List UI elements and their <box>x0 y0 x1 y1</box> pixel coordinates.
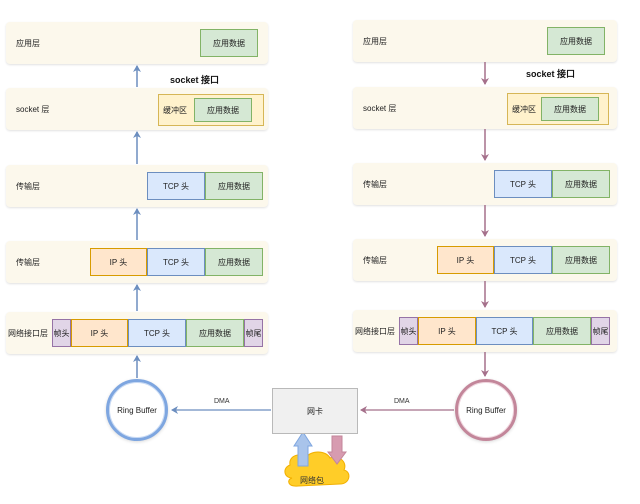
socket-interface-label: socket 接口 <box>526 69 576 79</box>
app-data-block: 应用数据 <box>186 319 244 347</box>
app-data-block: 应用数据 <box>541 97 599 121</box>
layer-label: 应用层 <box>363 36 387 46</box>
layer-label: 传输层 <box>363 179 387 189</box>
packet-in-arrow <box>293 431 313 467</box>
ip-header-block: IP 头 <box>437 246 494 274</box>
layer-label: socket 层 <box>363 103 397 113</box>
layer-label: socket 层 <box>16 104 50 114</box>
network-card: 网卡 <box>272 388 358 434</box>
ip-header-block: IP 头 <box>418 317 476 345</box>
frame-head-block: 帧头 <box>52 319 71 347</box>
layer-label: 传输层 <box>363 255 387 265</box>
buffer-label: 缓冲区 <box>512 104 536 114</box>
right-link-layer: 网络接口层 帧头 IP 头 TCP 头 应用数据 帧尾 <box>353 310 617 352</box>
layer-label: 传输层 <box>16 181 40 191</box>
left-network-layer: 传输层 IP 头 TCP 头 应用数据 <box>6 241 268 283</box>
packet-out-arrow <box>327 435 347 465</box>
left-link-layer: 网络接口层 帧头 IP 头 TCP 头 应用数据 帧尾 <box>6 312 268 354</box>
tcp-header-block: TCP 头 <box>128 319 186 347</box>
layer-label: 网络接口层 <box>355 326 395 336</box>
app-data-block: 应用数据 <box>552 170 610 198</box>
app-data-block: 应用数据 <box>205 248 263 276</box>
tcp-header-block: TCP 头 <box>494 246 552 274</box>
left-transport-layer: 传输层 TCP 头 应用数据 <box>6 165 268 207</box>
right-socket-layer: socket 层 缓冲区 应用数据 <box>353 87 617 129</box>
app-data-block: 应用数据 <box>200 29 258 57</box>
tcp-header-block: TCP 头 <box>147 248 205 276</box>
app-data-block: 应用数据 <box>205 172 263 200</box>
network-packet-label: 网络包 <box>300 476 324 485</box>
tcp-header-block: TCP 头 <box>476 317 533 345</box>
tcp-header-block: TCP 头 <box>147 172 205 200</box>
layer-label: 传输层 <box>16 257 40 267</box>
frame-head-block: 帧头 <box>399 317 418 345</box>
ring-buffer-label: Ring Buffer <box>466 405 506 415</box>
right-network-layer: 传输层 IP 头 TCP 头 应用数据 <box>353 239 617 281</box>
socket-interface-label: socket 接口 <box>170 75 220 85</box>
tcp-header-block: TCP 头 <box>494 170 552 198</box>
right-app-layer: 应用层 应用数据 <box>353 20 617 62</box>
buffer-label: 缓冲区 <box>163 105 187 115</box>
frame-tail-block: 帧尾 <box>244 319 263 347</box>
ring-buffer-right: Ring Buffer <box>455 379 517 441</box>
dma-label-left: DMA <box>214 398 230 405</box>
left-app-layer: 应用层 应用数据 <box>6 22 268 64</box>
app-data-block: 应用数据 <box>552 246 610 274</box>
ring-buffer-label: Ring Buffer <box>117 405 157 415</box>
network-card-label: 网卡 <box>307 406 323 416</box>
frame-tail-block: 帧尾 <box>591 317 610 345</box>
layer-label: 网络接口层 <box>8 328 48 338</box>
dma-label-right: DMA <box>394 398 410 405</box>
left-socket-layer: socket 层 缓冲区 应用数据 <box>6 88 268 130</box>
ip-header-block: IP 头 <box>90 248 147 276</box>
app-data-block: 应用数据 <box>533 317 591 345</box>
ip-header-block: IP 头 <box>71 319 128 347</box>
app-data-block: 应用数据 <box>194 98 252 122</box>
right-transport-layer: 传输层 TCP 头 应用数据 <box>353 163 617 205</box>
ring-buffer-left: Ring Buffer <box>106 379 168 441</box>
layer-label: 应用层 <box>16 38 40 48</box>
app-data-block: 应用数据 <box>547 27 605 55</box>
